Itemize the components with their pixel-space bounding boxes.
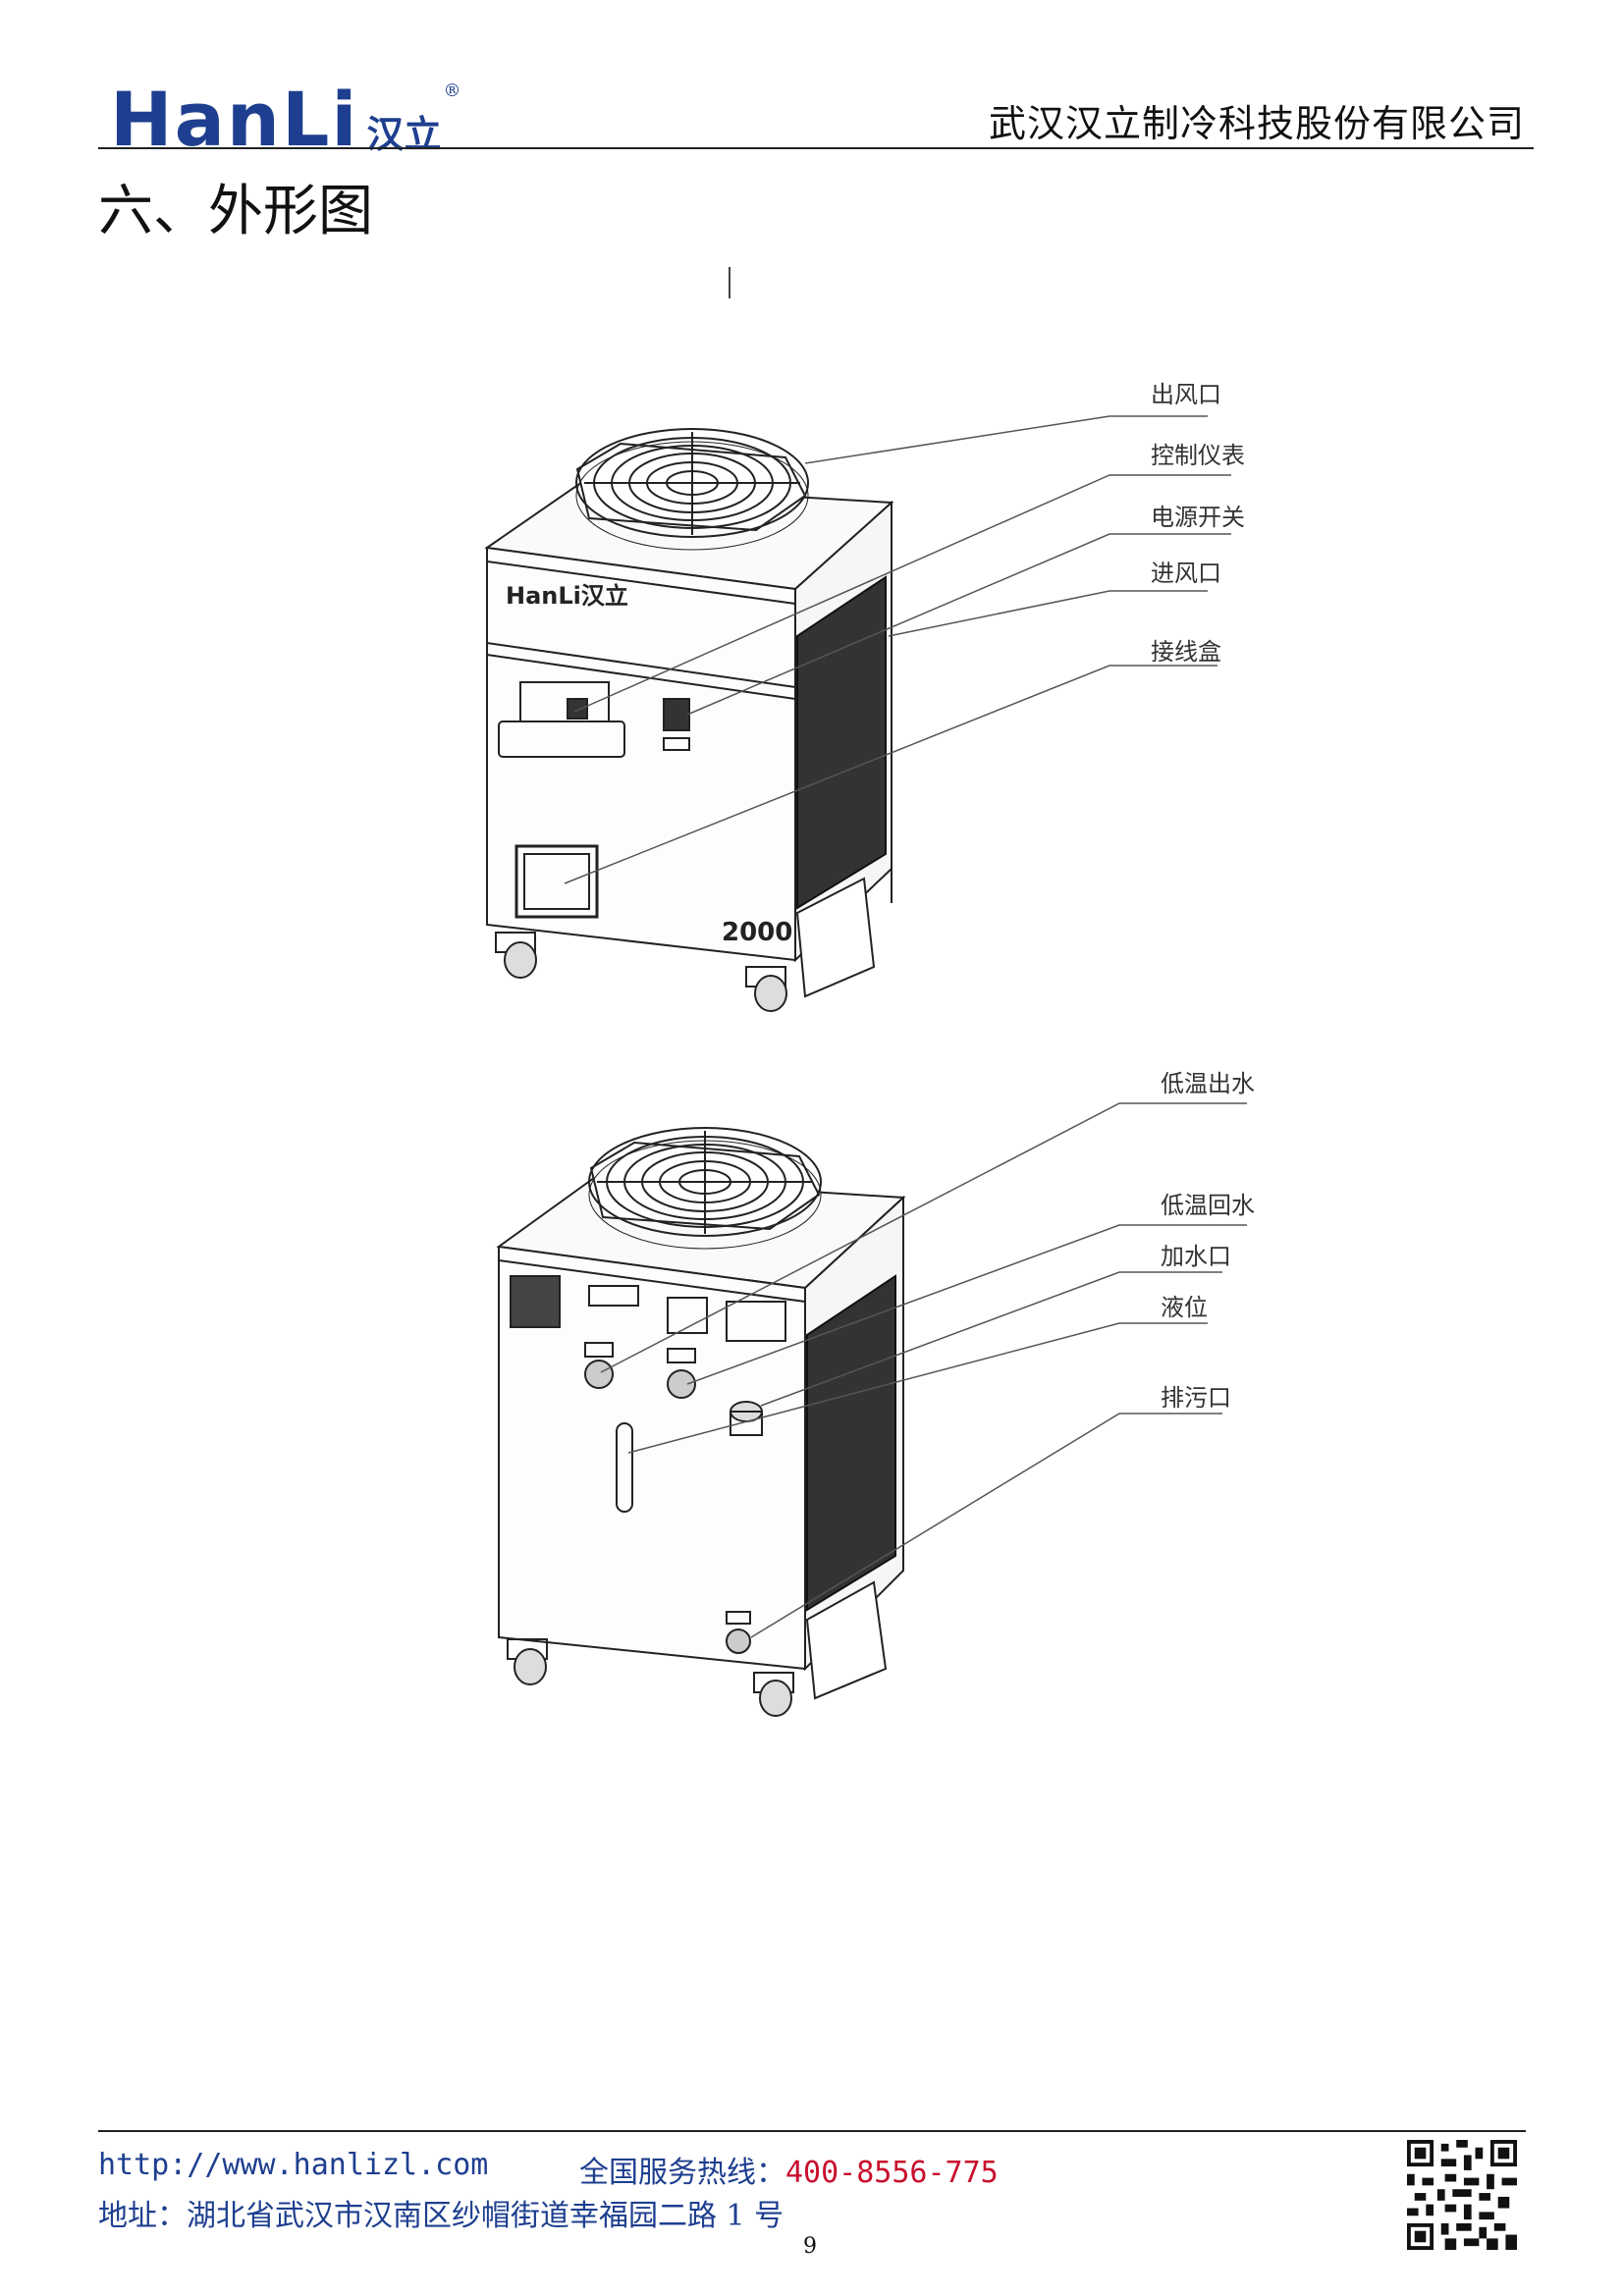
qr-code	[1407, 2140, 1517, 2250]
chiller-front-view	[484, 428, 894, 1012]
company-logo: HanLi 汉立 ®	[110, 69, 461, 157]
website-link[interactable]: http://www.hanlizl.com	[98, 2148, 489, 2182]
chiller-rear-view	[496, 1127, 906, 1717]
power-switch-shape	[663, 698, 690, 731]
callout-fill-port: 加水口	[1161, 1243, 1231, 1270]
company-name: 武汉汉立制冷科技股份有限公司	[988, 102, 1525, 145]
callout-level: 液位	[1161, 1294, 1208, 1321]
callout-power-switch: 电源开关	[1151, 504, 1245, 531]
page-number: 9	[803, 2234, 817, 2259]
company-address: 地址：湖北省武汉市汉南区纱帽街道幸福园二路 1 号	[98, 2199, 784, 2233]
fan-guard-rear	[588, 1127, 822, 1250]
callout-junction-box: 接线盒	[1151, 638, 1221, 666]
cursor-tick	[729, 267, 730, 298]
fan-guard	[575, 428, 809, 551]
service-hotline: 全国服务热线：400-8556-775	[579, 2148, 999, 2191]
front-logo-label: HanLi汉立	[506, 582, 628, 610]
registered-mark: ®	[443, 80, 461, 101]
header-divider	[98, 147, 1534, 149]
hotline-number: 400-8556-775	[785, 2156, 999, 2190]
callout-controller: 控制仪表	[1151, 442, 1245, 469]
logo-wordmark: HanLi	[110, 76, 359, 163]
hotline-label: 全国服务热线：	[579, 2156, 785, 2190]
callout-low-temp-return: 低温回水	[1161, 1192, 1255, 1219]
model-number-label: 2000	[722, 918, 792, 947]
footer-divider	[98, 2130, 1526, 2132]
callout-drain: 排污口	[1161, 1384, 1231, 1412]
callout-air-inlet: 进风口	[1151, 560, 1221, 587]
callout-low-temp-outlet: 低温出水	[1161, 1070, 1255, 1097]
callout-air-outlet: 出风口	[1151, 381, 1221, 408]
logo-chinese: 汉立	[366, 113, 442, 156]
junction-box-shape	[514, 844, 599, 919]
section-title: 六、外形图	[98, 180, 373, 243]
